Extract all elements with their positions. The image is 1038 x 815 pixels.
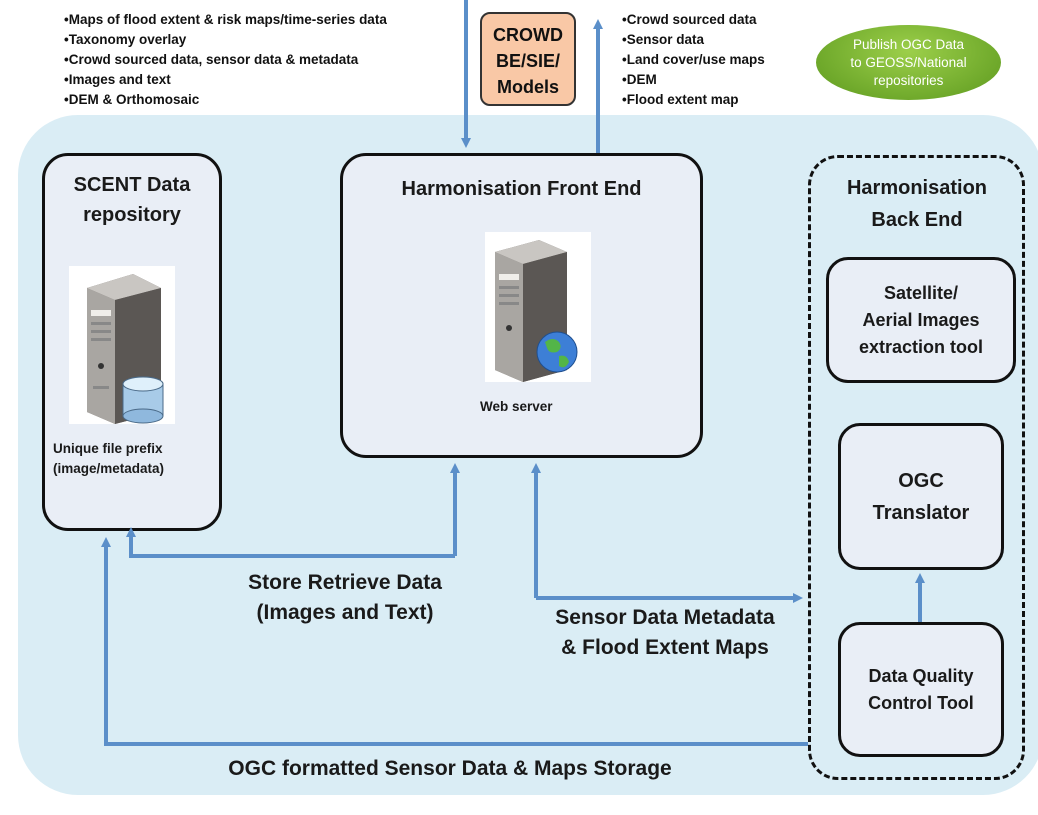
scent-repository-box: SCENT Data repository Unique file prefix… bbox=[42, 153, 222, 531]
output-data-item: Land cover/use maps bbox=[622, 50, 765, 70]
output-data-item: DEM bbox=[622, 70, 765, 90]
database-server-icon bbox=[69, 266, 175, 424]
ogc-line: OGC bbox=[898, 469, 944, 492]
output-data-item: Crowd sourced data bbox=[622, 10, 765, 30]
output-data-item: Sensor data bbox=[622, 30, 765, 50]
store-retrieve-line: Store Retrieve Data bbox=[248, 571, 442, 594]
front-end-title: Harmonisation Front End bbox=[401, 178, 642, 200]
input-data-item: Crowd sourced data, sensor data & metada… bbox=[64, 50, 387, 70]
input-data-item: Taxonomy overlay bbox=[64, 30, 387, 50]
satellite-extraction-box: Satellite/ Aerial Images extraction tool bbox=[826, 257, 1016, 383]
web-server-icon bbox=[485, 232, 591, 382]
back-end-title: Harmonisation Back End bbox=[812, 172, 1022, 236]
input-data-item: Images and text bbox=[64, 70, 387, 90]
back-end-container bbox=[808, 155, 1025, 780]
dq-line: Control Tool bbox=[868, 692, 974, 713]
ogc-translator-box: OGC Translator bbox=[838, 423, 1004, 570]
input-data-item: DEM & Orthomosaic bbox=[64, 90, 387, 110]
front-end-caption: Web server bbox=[480, 399, 553, 414]
output-data-item: Flood extent map bbox=[622, 90, 765, 110]
scent-title-line: repository bbox=[83, 204, 181, 226]
sensor-data-line: Sensor Data Metadata bbox=[555, 606, 775, 629]
sensor-data-label: Sensor Data Metadata & Flood Extent Maps bbox=[520, 603, 810, 663]
publish-line: repositories bbox=[873, 72, 944, 88]
crowd-models-box: CROWD BE/SIE/ Models bbox=[480, 12, 576, 106]
data-quality-box: Data Quality Control Tool bbox=[838, 622, 1004, 757]
scent-caption-line: (image/metadata) bbox=[53, 461, 165, 476]
store-retrieve-arrow bbox=[126, 527, 455, 558]
back-end-title-line: Back End bbox=[871, 209, 963, 231]
crowd-line: BE/SIE/ bbox=[495, 51, 561, 71]
crowd-line: CROWD bbox=[493, 25, 563, 45]
input-data-list: Maps of flood extent & risk maps/time-se… bbox=[64, 10, 387, 110]
ogc-line: Translator bbox=[872, 501, 970, 524]
satellite-line: Aerial Images bbox=[862, 309, 980, 330]
publish-ellipse: Publish OGC Data to GEOSS/National repos… bbox=[816, 25, 1001, 100]
front-end-box: Harmonisation Front End Web server bbox=[340, 153, 703, 458]
dq-line: Data Quality bbox=[868, 665, 974, 686]
input-data-item: Maps of flood extent & risk maps/time-se… bbox=[64, 10, 387, 30]
satellite-line: Satellite/ bbox=[883, 282, 958, 303]
crowd-line: Models bbox=[496, 77, 559, 97]
publish-line: to GEOSS/National bbox=[850, 54, 967, 70]
store-retrieve-line: (Images and Text) bbox=[256, 601, 434, 624]
back-end-title-line: Harmonisation bbox=[846, 177, 988, 199]
ogc-storage-label: OGC formatted Sensor Data & Maps Storage bbox=[228, 757, 672, 780]
store-retrieve-label: Store Retrieve Data (Images and Text) bbox=[210, 568, 480, 628]
sensor-data-line: & Flood Extent Maps bbox=[561, 636, 769, 659]
satellite-line: extraction tool bbox=[858, 336, 983, 357]
scent-caption-line: Unique file prefix bbox=[53, 441, 163, 456]
output-data-list: Crowd sourced data Sensor data Land cove… bbox=[622, 10, 765, 110]
publish-line: Publish OGC Data bbox=[852, 36, 965, 52]
scent-title-line: SCENT Data bbox=[73, 174, 191, 196]
ogc-storage-arrow bbox=[101, 537, 808, 746]
